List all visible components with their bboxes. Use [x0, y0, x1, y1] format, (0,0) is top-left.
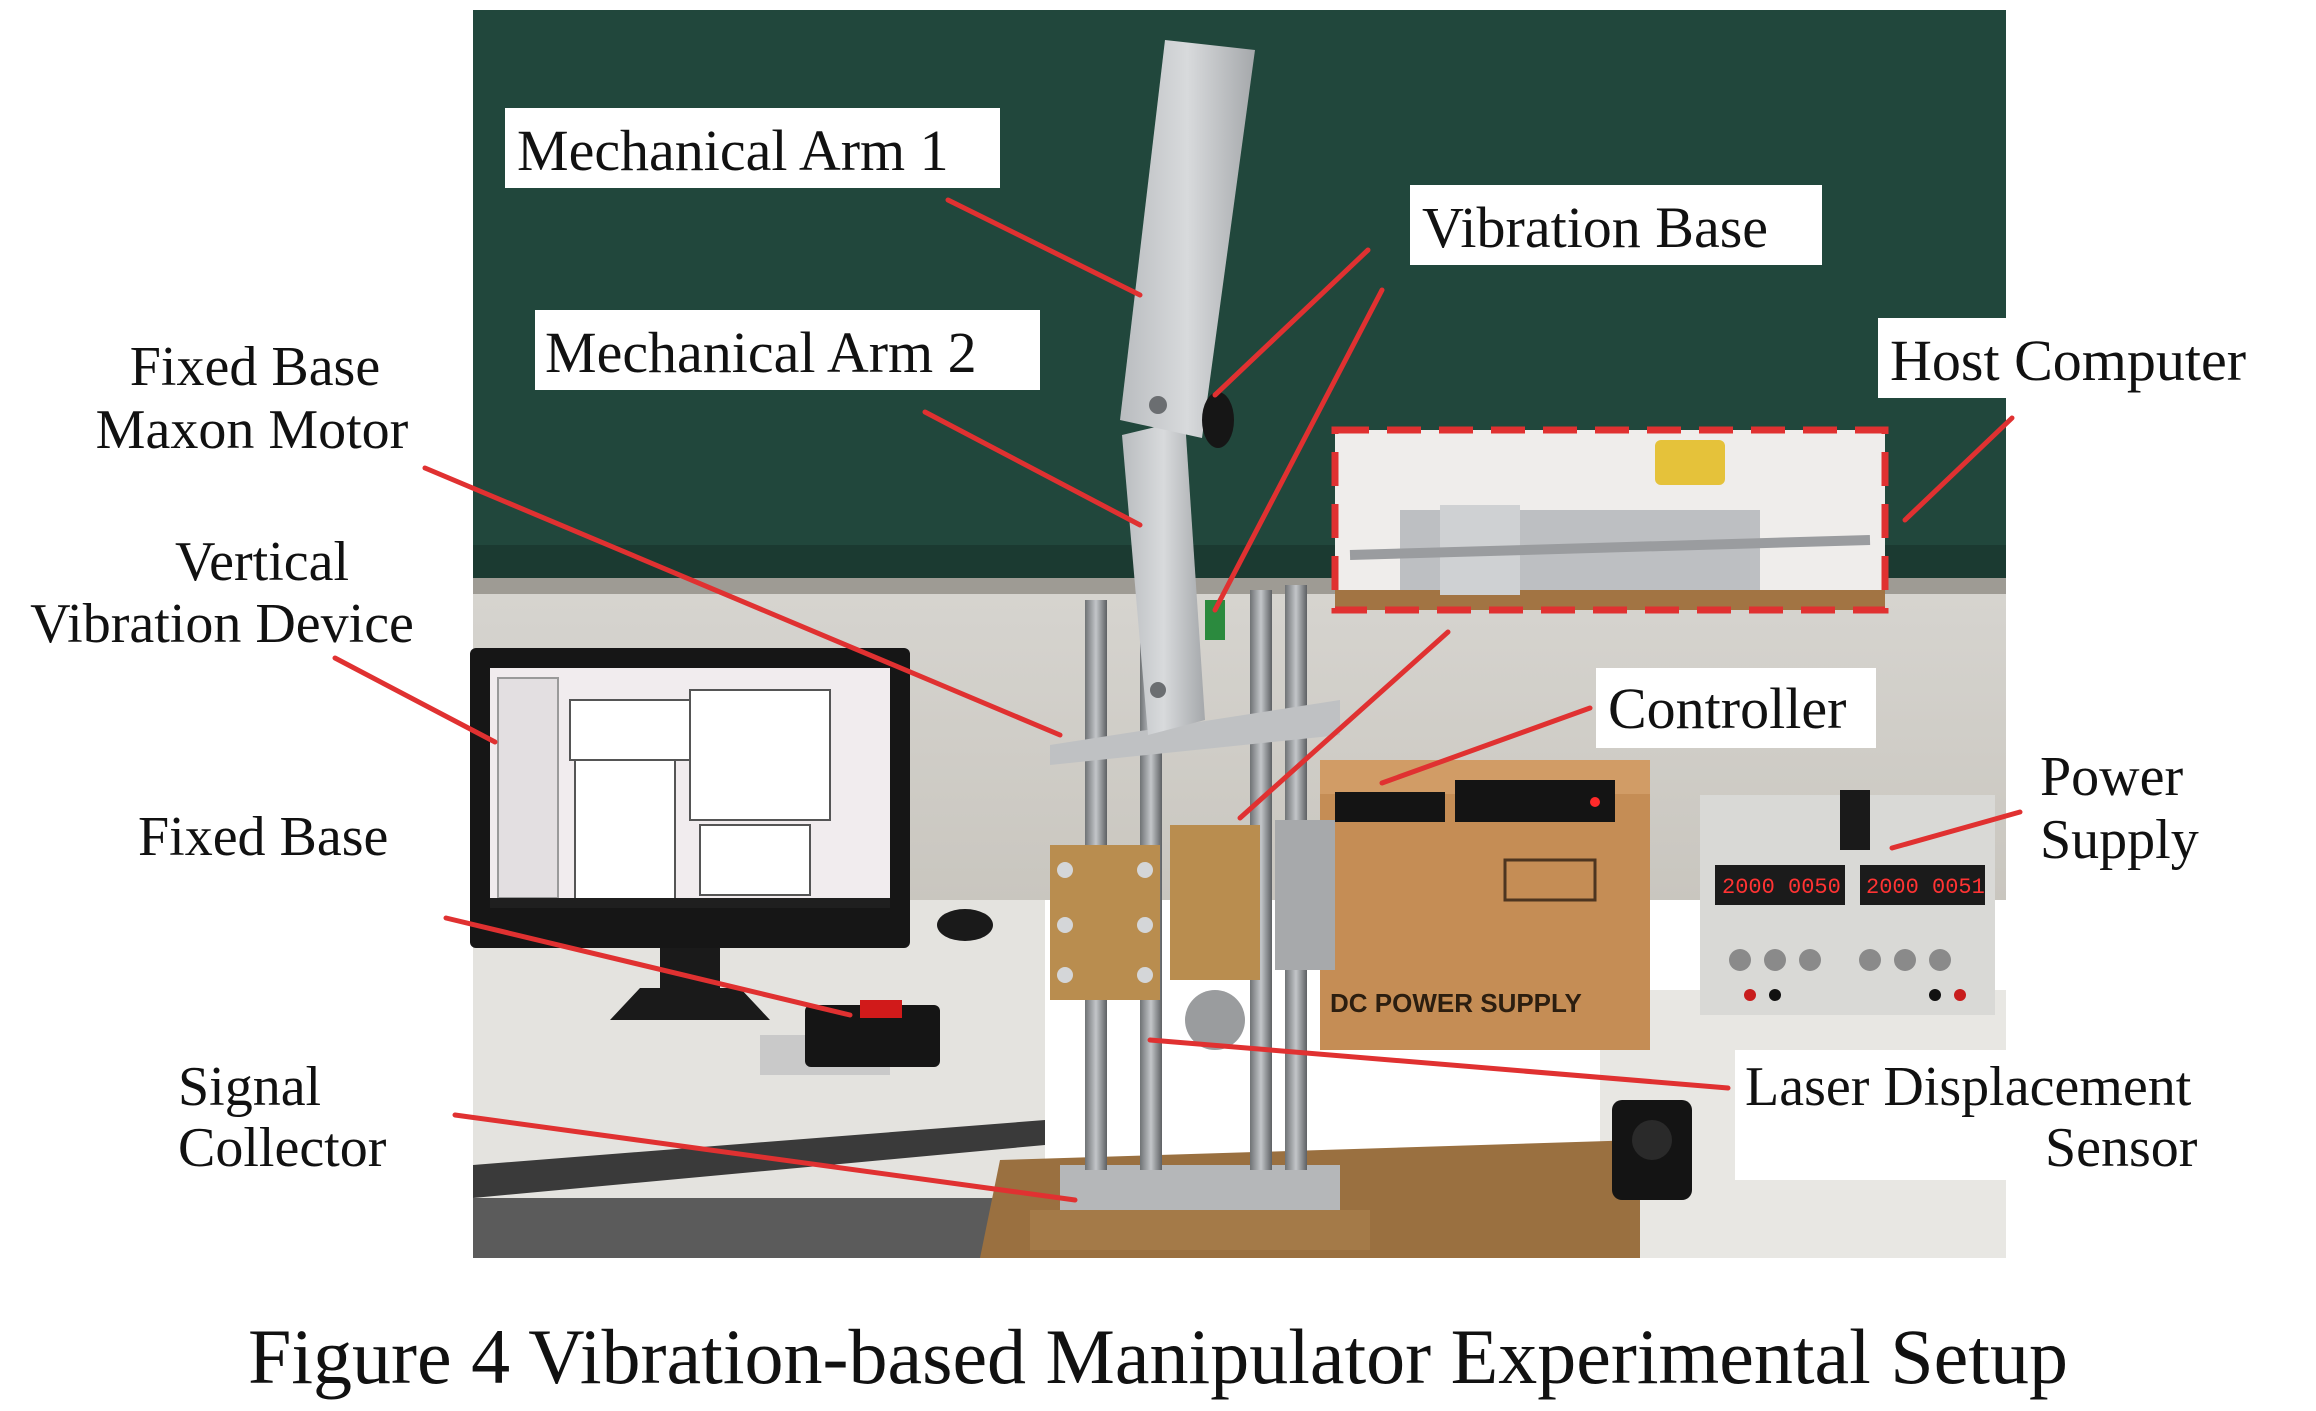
leader-host-computer — [1902, 415, 2015, 523]
leader-inset — [1237, 629, 1451, 821]
svg-text:2000 0051: 2000 0051 — [1866, 875, 1985, 900]
label-mechanical-arm-1: Mechanical Arm 1 — [517, 118, 949, 183]
label-laser-sensor-line2: Sensor — [2045, 1117, 2198, 1179]
controller-device — [1335, 780, 1615, 822]
label-mechanical-arm-2: Mechanical Arm 2 — [545, 320, 977, 385]
label-fixed-base-maxon-line2: Maxon Motor — [96, 399, 409, 461]
leader-mechanical-arm-2 — [922, 409, 1143, 528]
leader-vertical-vibration-device — [332, 655, 498, 745]
laser-sensor-device — [1612, 1100, 1692, 1200]
signal-collector-device — [760, 1000, 940, 1075]
box-label: DC POWER SUPPLY — [1330, 988, 1582, 1018]
leader-controller — [1379, 705, 1593, 786]
label-vertical-vibration-line1: Vertical — [175, 531, 349, 593]
label-fixed-base-maxon-line1: Fixed Base — [130, 336, 380, 398]
leader-mechanical-arm-1 — [945, 197, 1143, 298]
inset-detail-photo — [1331, 426, 1889, 614]
leader-power-supply — [1889, 809, 2023, 851]
manipulator-rig — [1030, 40, 1370, 1250]
label-vertical-vibration-line2: Vibration Device — [30, 593, 414, 655]
label-controller: Controller — [1608, 676, 1846, 741]
label-power-supply-line1: Power — [2040, 746, 2183, 808]
mouse — [937, 909, 993, 941]
power-supply-device: 2000 0050 2000 0051 — [1700, 790, 1995, 1015]
figure-caption: Figure 4 Vibration-based Manipulator Exp… — [248, 1313, 2068, 1400]
leader-vibration-base-1 — [1212, 247, 1371, 398]
labels: Mechanical Arm 1 Vibration Base Mechanic… — [30, 108, 2310, 1180]
label-host-computer: Host Computer — [1890, 328, 2246, 393]
svg-text:2000 0050: 2000 0050 — [1722, 875, 1841, 900]
leader-signal-collector — [452, 1112, 1078, 1203]
label-signal-collector-line2: Collector — [178, 1117, 387, 1179]
label-power-supply-line2: Supply — [2040, 809, 2199, 871]
label-fixed-base: Fixed Base — [138, 806, 388, 868]
label-signal-collector-line1: Signal — [178, 1056, 321, 1118]
leader-fixed-base-maxon-motor — [422, 465, 1063, 738]
host-computer-monitor — [470, 648, 910, 1020]
label-vibration-base: Vibration Base — [1422, 195, 1768, 260]
label-laser-sensor-line1: Laser Displacement — [1745, 1056, 2192, 1118]
leader-fixed-base — [443, 915, 853, 1018]
leader-vibration-base-2 — [1212, 287, 1385, 613]
leader-laser-sensor — [1147, 1037, 1731, 1091]
leader-lines — [332, 197, 2023, 1203]
